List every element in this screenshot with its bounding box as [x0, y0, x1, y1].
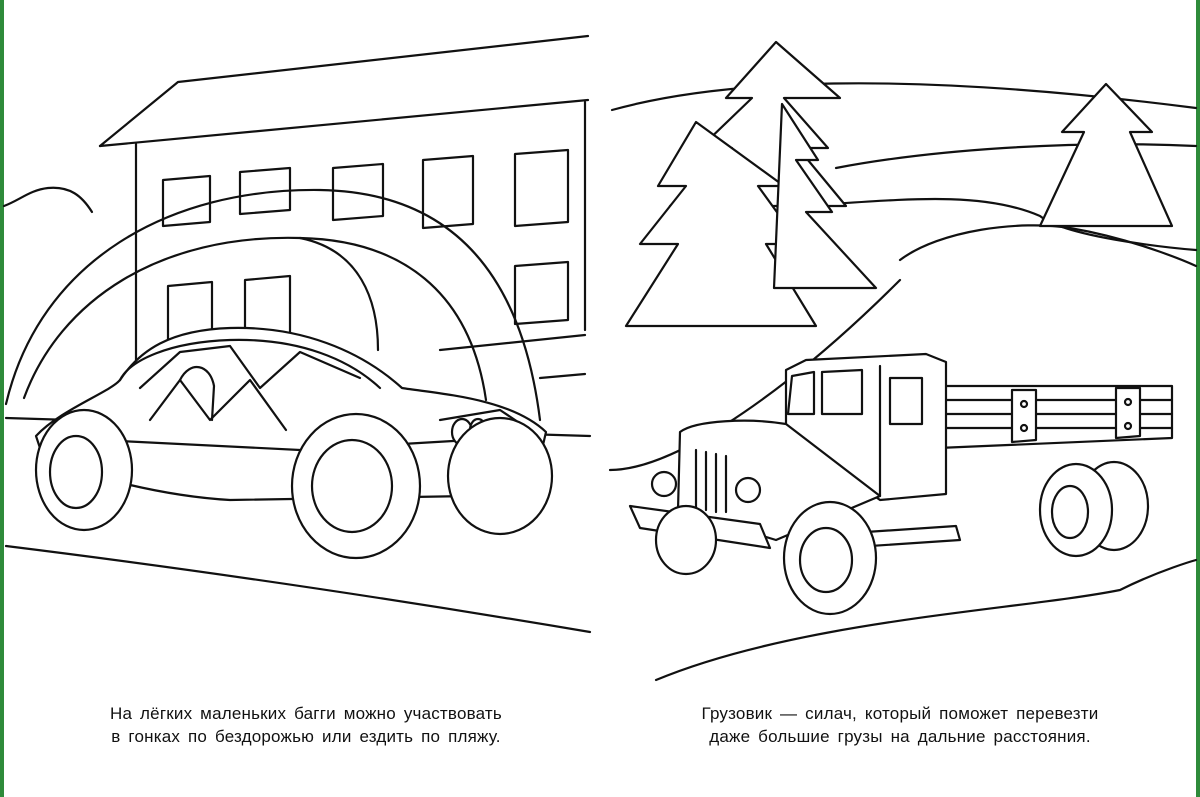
right-page-edge — [1196, 0, 1200, 797]
pine-trees — [624, 40, 1174, 328]
buggy-illustration — [0, 0, 600, 680]
truck-illustration — [600, 0, 1200, 690]
truck-headlight — [650, 470, 678, 498]
arch-outer — [4, 188, 542, 422]
road-left-edge — [608, 278, 902, 472]
building-windows — [161, 148, 570, 346]
left-page-edge — [0, 0, 4, 797]
building-roof — [98, 34, 590, 148]
right-caption-line-1: Грузовик — силач, который поможет переве… — [701, 704, 1099, 723]
right-caption-line-2: даже большие грузы на дальние расстояния… — [709, 727, 1091, 746]
left-caption: На лёгких маленьких багги можно участвов… — [6, 702, 606, 748]
right-caption: Грузовик — силач, который поможет переве… — [600, 702, 1200, 748]
hill-line — [610, 82, 1198, 112]
left-caption-line-1: На лёгких маленьких багги можно участвов… — [110, 704, 502, 723]
left-caption-line-2: в гонках по бездорожью или ездить по пля… — [111, 727, 501, 746]
truck — [628, 352, 1174, 616]
bush — [2, 186, 94, 214]
road-edge — [4, 544, 592, 634]
buggy — [34, 326, 554, 560]
road-right-edge — [654, 558, 1198, 682]
road-far — [798, 197, 1198, 252]
